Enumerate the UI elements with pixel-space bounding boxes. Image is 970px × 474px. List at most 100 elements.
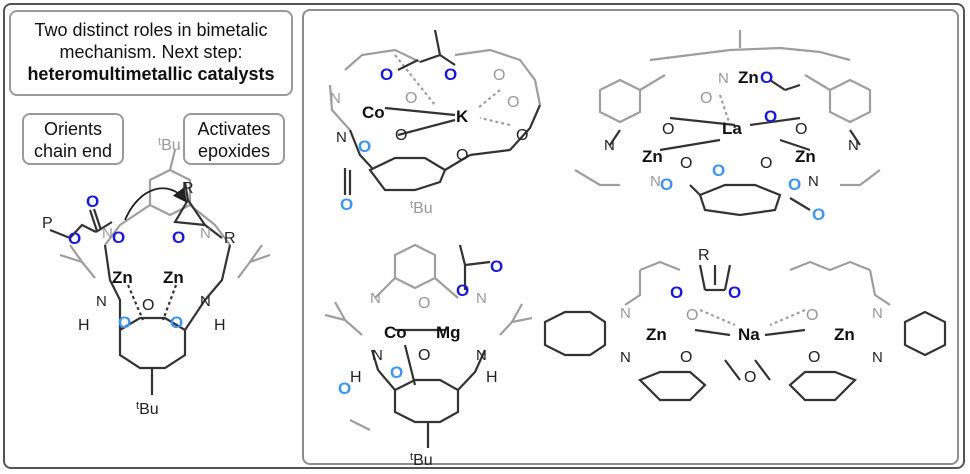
oxygen-label: O xyxy=(808,349,820,366)
oxygen-label: O xyxy=(760,68,773,87)
cobalt-potassium-complex: O O O O O N Co K O O O N O O xyxy=(328,29,542,214)
zinc-label: Zn xyxy=(163,268,184,287)
magnesium-label: Mg xyxy=(436,323,461,342)
oxygen-label: O xyxy=(170,313,183,332)
oxygen-label: O xyxy=(728,283,741,302)
oxygen-label: O xyxy=(380,65,393,84)
zinc-label: Zn xyxy=(112,268,133,287)
oxygen-label: O xyxy=(456,281,469,300)
oxygen-label: O xyxy=(806,307,818,324)
oxygen-label: O xyxy=(670,283,683,302)
oxygen-label: O xyxy=(490,257,503,276)
orients-line-1: Orients xyxy=(43,119,103,139)
oxygen-label: O xyxy=(812,205,825,224)
oxygen-label: O xyxy=(172,228,185,247)
oxygen-label: O xyxy=(418,347,430,364)
nitrogen-label: N xyxy=(200,293,211,310)
oxygen-label: O xyxy=(142,297,154,314)
dizinc-mechanism-structure: P O O O O R R tBu N N Zn Zn O O O N N H … xyxy=(42,136,271,418)
orients-chain-end-label: Orients chain end xyxy=(22,113,124,165)
tbu-label-top: tBu xyxy=(158,136,181,154)
nitrogen-label: N xyxy=(620,349,631,366)
nitrogen-label: N xyxy=(102,225,113,242)
nitrogen-label: N xyxy=(620,305,631,322)
oxygen-label: O xyxy=(390,363,403,382)
oxygen-label: O xyxy=(516,127,528,144)
zinc-label: Zn xyxy=(795,147,816,166)
oxygen-label: O xyxy=(760,155,772,172)
trizinc-lanthanum-complex: N Zn O O O O O La N N Zn Zn O O O N N O … xyxy=(574,30,881,224)
R-group-label: R xyxy=(182,180,194,197)
nitrogen-label: N xyxy=(604,137,615,154)
oxygen-label: O xyxy=(764,107,777,126)
caption-line-3: heteromultimetallic catalysts xyxy=(27,64,275,84)
oxygen-label: O xyxy=(686,307,698,324)
orients-line-2: chain end xyxy=(33,141,113,161)
oxygen-label: O xyxy=(680,349,692,366)
oxygen-label: O xyxy=(680,155,692,172)
oxygen-label: O xyxy=(405,90,417,107)
oxygen-label: O xyxy=(795,121,807,138)
activates-line-1: Activates xyxy=(197,119,271,139)
nitrogen-label: N xyxy=(200,225,211,242)
oxygen-label: O xyxy=(788,175,801,194)
figure-frame xyxy=(3,3,965,469)
oxygen-label: O xyxy=(712,161,725,180)
oxygen-label: O xyxy=(507,94,519,111)
nitrogen-label: N xyxy=(476,347,487,364)
activates-line-2: epoxides xyxy=(197,141,271,161)
oxygen-label: O xyxy=(662,121,674,138)
nitrogen-label: N xyxy=(872,305,883,322)
tbu-label-bottom: tBu xyxy=(410,451,433,469)
catalyst-panel-frame xyxy=(302,9,959,465)
nitrogen-label: N xyxy=(848,137,859,154)
cobalt-label: Co xyxy=(384,323,407,342)
polymer-P-label: P xyxy=(42,215,53,232)
nitrogen-label: N xyxy=(650,173,661,190)
nitrogen-label: N xyxy=(872,349,883,366)
caption-line-2: mechanism. Next step: xyxy=(59,42,243,62)
nitrogen-label: N xyxy=(96,293,107,310)
nitrogen-label: N xyxy=(330,90,341,107)
zinc-label: Zn xyxy=(646,325,667,344)
mechanism-caption-box: Two distinct roles in bimetalic mechanis… xyxy=(9,10,293,96)
nitrogen-label: N xyxy=(718,70,729,87)
oxygen-label: O xyxy=(338,379,351,398)
oxygen-label: O xyxy=(744,369,756,386)
zinc-label: Zn xyxy=(642,147,663,166)
oxygen-label: O xyxy=(68,229,81,248)
R-group-label: R xyxy=(698,247,710,264)
oxygen-label: O xyxy=(418,295,430,312)
tbu-label-bottom: tBu xyxy=(136,400,159,418)
zinc-label: Zn xyxy=(738,68,759,87)
oxygen-label: O xyxy=(456,147,468,164)
nitrogen-label: N xyxy=(808,173,819,190)
oxygen-label: O xyxy=(86,192,99,211)
potassium-label: K xyxy=(456,107,469,126)
lanthanum-label: La xyxy=(722,119,742,138)
zinc-label: Zn xyxy=(834,325,855,344)
nitrogen-label: N xyxy=(372,347,383,364)
dizinc-sodium-complex: R O O N N O O Zn Na Zn O O N N O xyxy=(543,247,947,402)
hydrogen-label: H xyxy=(214,317,226,334)
oxygen-label: O xyxy=(358,137,371,156)
nitrogen-label: N xyxy=(336,129,347,146)
hydrogen-label: H xyxy=(486,369,498,386)
oxygen-label: O xyxy=(660,175,673,194)
oxygen-label: O xyxy=(395,127,407,144)
tbu-label-top: tBu xyxy=(410,199,433,217)
nitrogen-label: N xyxy=(370,290,381,307)
sodium-label: Na xyxy=(738,325,760,344)
oxygen-label: O xyxy=(118,313,131,332)
caption-line-1: Two distinct roles in bimetalic xyxy=(34,20,268,40)
activates-epoxides-label: Activates epoxides xyxy=(183,113,285,165)
oxygen-label: O xyxy=(340,195,353,214)
hydrogen-label: H xyxy=(78,317,90,334)
oxygen-label: O xyxy=(112,228,125,247)
oxygen-label: O xyxy=(444,65,457,84)
oxygen-label: O xyxy=(700,90,712,107)
cobalt-label: Co xyxy=(362,103,385,122)
nitrogen-label: N xyxy=(476,290,487,307)
oxygen-label: O xyxy=(493,67,505,84)
